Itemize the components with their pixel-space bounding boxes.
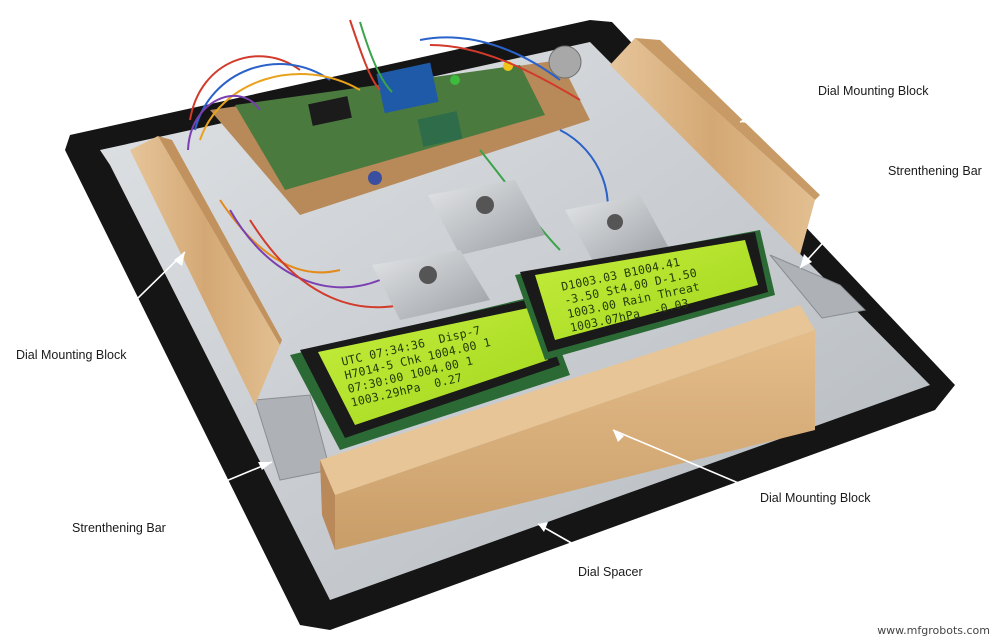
battery-cell	[548, 45, 582, 79]
lcd-module-left	[290, 295, 570, 450]
capacitor	[368, 171, 382, 185]
dial-mounting-block-left	[130, 136, 282, 405]
label-dial-spacer: Dial Spacer	[578, 565, 643, 579]
stepper-motor-3	[372, 250, 490, 320]
watermark: www.mfgrobots.com	[877, 624, 990, 637]
lcd-module-right	[515, 230, 775, 360]
stepper-motor-2	[565, 195, 670, 265]
stepper-motor-1	[428, 180, 545, 255]
dial-mounting-block-right	[610, 38, 820, 255]
label-strengthening-bar-right: Strenthening Bar	[888, 164, 982, 178]
protoboard	[235, 65, 545, 190]
label-dial-mounting-block-top-right: Dial Mounting Block	[818, 84, 929, 98]
strengthening-bar-right	[769, 254, 867, 319]
ic-chip	[308, 96, 352, 126]
led-green	[450, 75, 460, 85]
label-strengthening-bar-left: Strenthening Bar	[72, 521, 166, 535]
label-dial-mounting-block-front: Dial Mounting Block	[760, 491, 871, 505]
rtc-module	[417, 111, 463, 147]
dial-mounting-block-front	[320, 305, 815, 550]
label-arrowheads	[174, 112, 812, 532]
microcontroller-board	[376, 62, 439, 114]
label-dial-mounting-block-left: Dial Mounting Block	[16, 348, 127, 362]
